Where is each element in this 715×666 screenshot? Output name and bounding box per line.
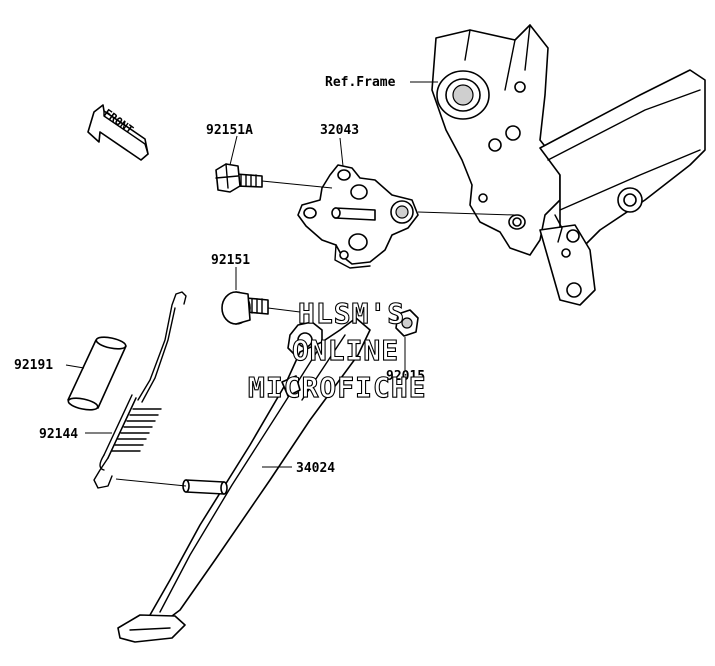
bolt-92151: [221, 291, 269, 325]
bolt-92151A: [215, 163, 263, 193]
watermark: HLSM'S ONLINE MICROFICHE: [247, 296, 427, 404]
label-32043: 32043: [320, 123, 359, 138]
label-92144: 92144: [39, 427, 78, 442]
spring-92144: [93, 291, 187, 489]
spring-pin: [182, 479, 228, 495]
part-labels: Ref.Frame 92151A 32043 92151 92191 92144…: [14, 75, 425, 476]
leader-lines: [65, 81, 438, 468]
collar-92191: [67, 336, 127, 411]
label-ref-frame: Ref.Frame: [325, 75, 396, 90]
watermark-line-3: MICROFICHE: [248, 371, 427, 404]
watermark-line-2: ONLINE: [292, 334, 399, 367]
frame-drawing: [431, 24, 706, 306]
label-34024: 34024: [296, 461, 335, 476]
front-arrow: FRONT: [87, 104, 149, 161]
bracket-32043: [297, 164, 419, 269]
label-92151A: 92151A: [206, 123, 253, 138]
sidestand-34024: [117, 317, 371, 643]
label-92191: 92191: [14, 358, 53, 373]
label-92151: 92151: [211, 253, 250, 268]
assembly-lines: [115, 180, 516, 487]
watermark-line-1: HLSM'S: [298, 297, 405, 330]
nut-92015: [395, 309, 419, 337]
label-92015: 92015: [386, 369, 425, 384]
